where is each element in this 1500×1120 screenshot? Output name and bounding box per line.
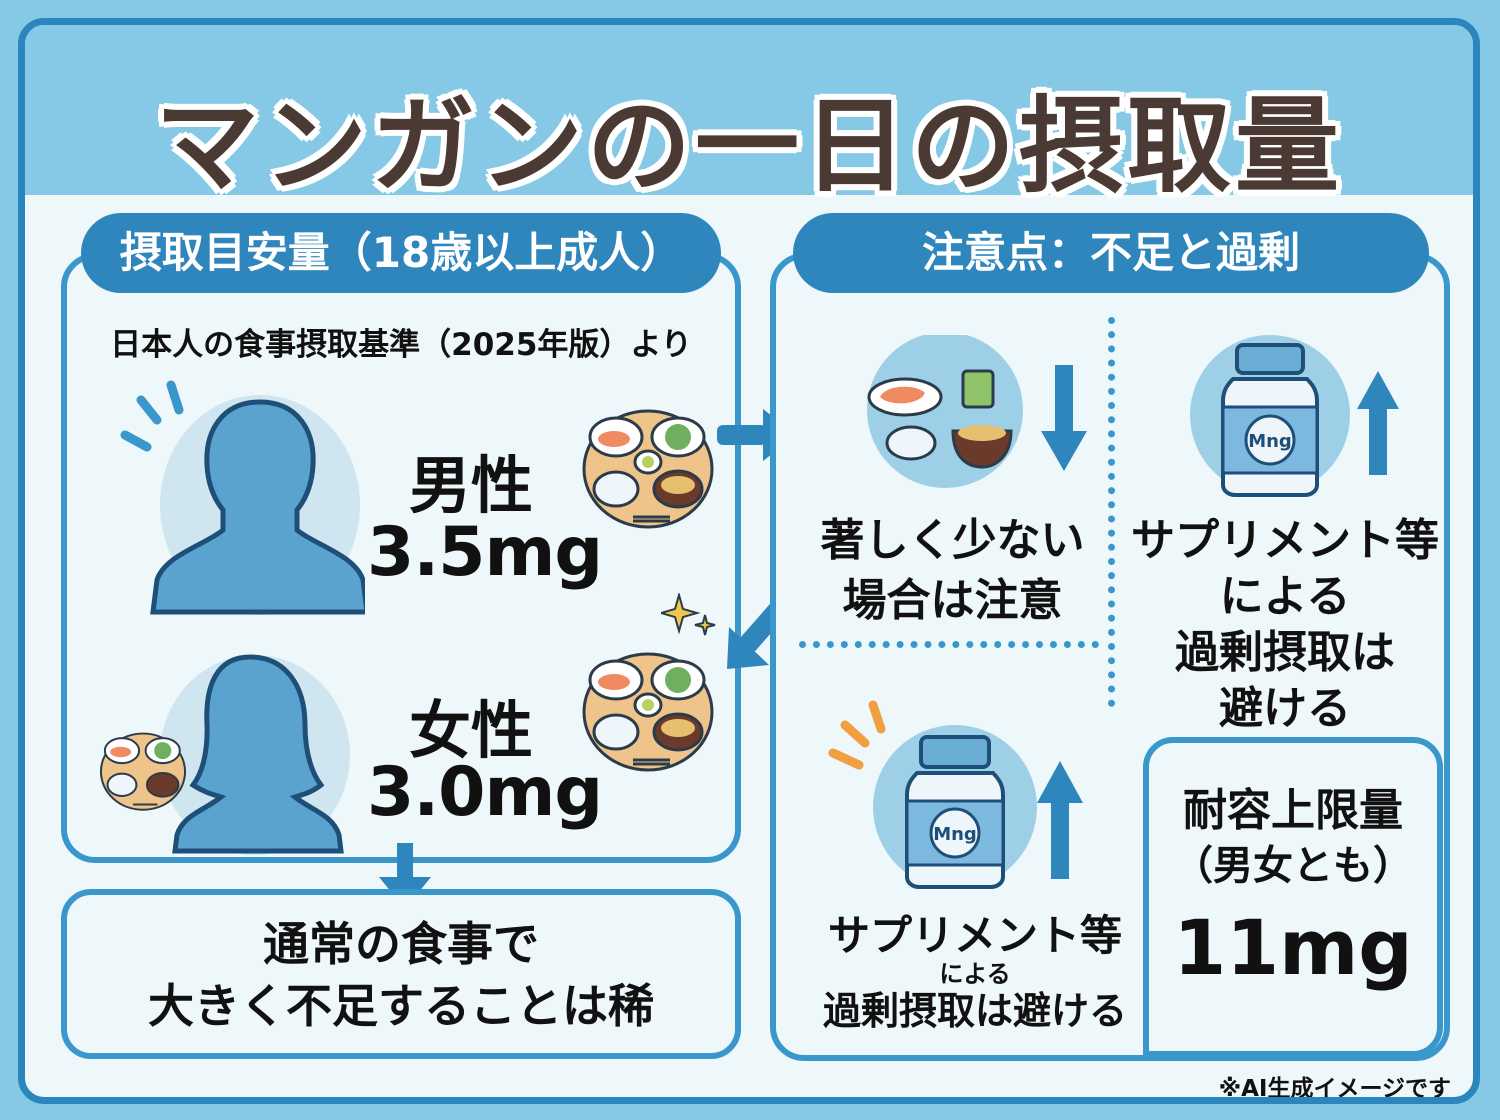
supplement-alert-icon: Mng xyxy=(828,700,1083,889)
upper-limit-line-1: 耐容上限量 xyxy=(1183,785,1403,836)
vertical-divider xyxy=(1108,317,1115,707)
excess-top-line-3: 過剰摂取は xyxy=(1175,627,1395,678)
deficiency-line-1: 著しく少ない xyxy=(820,515,1085,566)
meal-plate-icon xyxy=(582,652,714,772)
deficiency-line-2: 場合は注意 xyxy=(842,575,1063,626)
excess-bottom-line-2: による xyxy=(939,960,1011,988)
source-text: 日本人の食事摂取基準（2025年版）より xyxy=(110,327,692,363)
female-label: 女性 xyxy=(409,694,534,767)
upper-limit-box xyxy=(1143,737,1443,1057)
horizontal-divider xyxy=(799,641,1099,648)
excess-top-line-4: 避ける xyxy=(1219,683,1351,734)
excess-bottom-line-3: 過剰摂取は避ける xyxy=(822,989,1127,1033)
bottle-label: Mng xyxy=(1248,431,1292,452)
meal-plate-icon xyxy=(582,409,714,529)
conclusion-line-1: 通常の食事で xyxy=(263,917,539,971)
female-amount: 3.0mg xyxy=(367,753,603,832)
sparkle-icon xyxy=(661,593,716,636)
supplement-bottle-icon: Mng xyxy=(1190,335,1399,497)
male-silhouette-icon xyxy=(120,380,365,615)
caution-header: 注意点：不足と過剰 xyxy=(793,213,1429,293)
intake-header: 摂取目安量（18歳以上成人） xyxy=(81,213,721,293)
upper-limit-text: 耐容上限量 （男女とも） 11mg xyxy=(1143,783,1443,1003)
page-title: マンガンの一日の摂取量 xyxy=(154,85,1343,207)
conclusion-text: 通常の食事で 大きく不足することは稀 xyxy=(61,913,741,1037)
upper-limit-amount: 11mg xyxy=(1173,903,1413,992)
infographic-frame: マンガンの一日の摂取量 摂取目安量（18歳以上成人） 日本人の食事摂取基準（20… xyxy=(18,18,1480,1104)
male-label: 男性 xyxy=(409,449,534,522)
deficiency-text: 著しく少ない 場合は注意 xyxy=(800,511,1105,631)
excess-top-line-1: サプリメント等 xyxy=(1131,515,1439,566)
ai-footnote: ※AI生成イメージです xyxy=(1218,1076,1451,1102)
meal-decrease-icon xyxy=(867,335,1087,488)
excess-bottom-text: サプリメント等 による 過剰摂取は避ける xyxy=(795,911,1155,1035)
conclusion-line-2: 大きく不足することは稀 xyxy=(148,979,654,1033)
conclusion-box xyxy=(61,889,741,1059)
excess-top-text: サプリメント等 による 過剰摂取は 避ける xyxy=(1120,513,1450,737)
female-silhouette-icon xyxy=(160,654,350,855)
upper-limit-line-2: （男女とも） xyxy=(1173,843,1413,889)
excess-top-line-2: による xyxy=(1219,571,1351,622)
title-band: マンガンの一日の摂取量 xyxy=(25,25,1473,207)
bottle-label: Mng xyxy=(933,824,977,845)
excess-bottom-line-1: サプリメント等 xyxy=(827,911,1122,960)
small-meal-plate-icon xyxy=(99,732,187,811)
male-amount: 3.5mg xyxy=(367,513,603,592)
